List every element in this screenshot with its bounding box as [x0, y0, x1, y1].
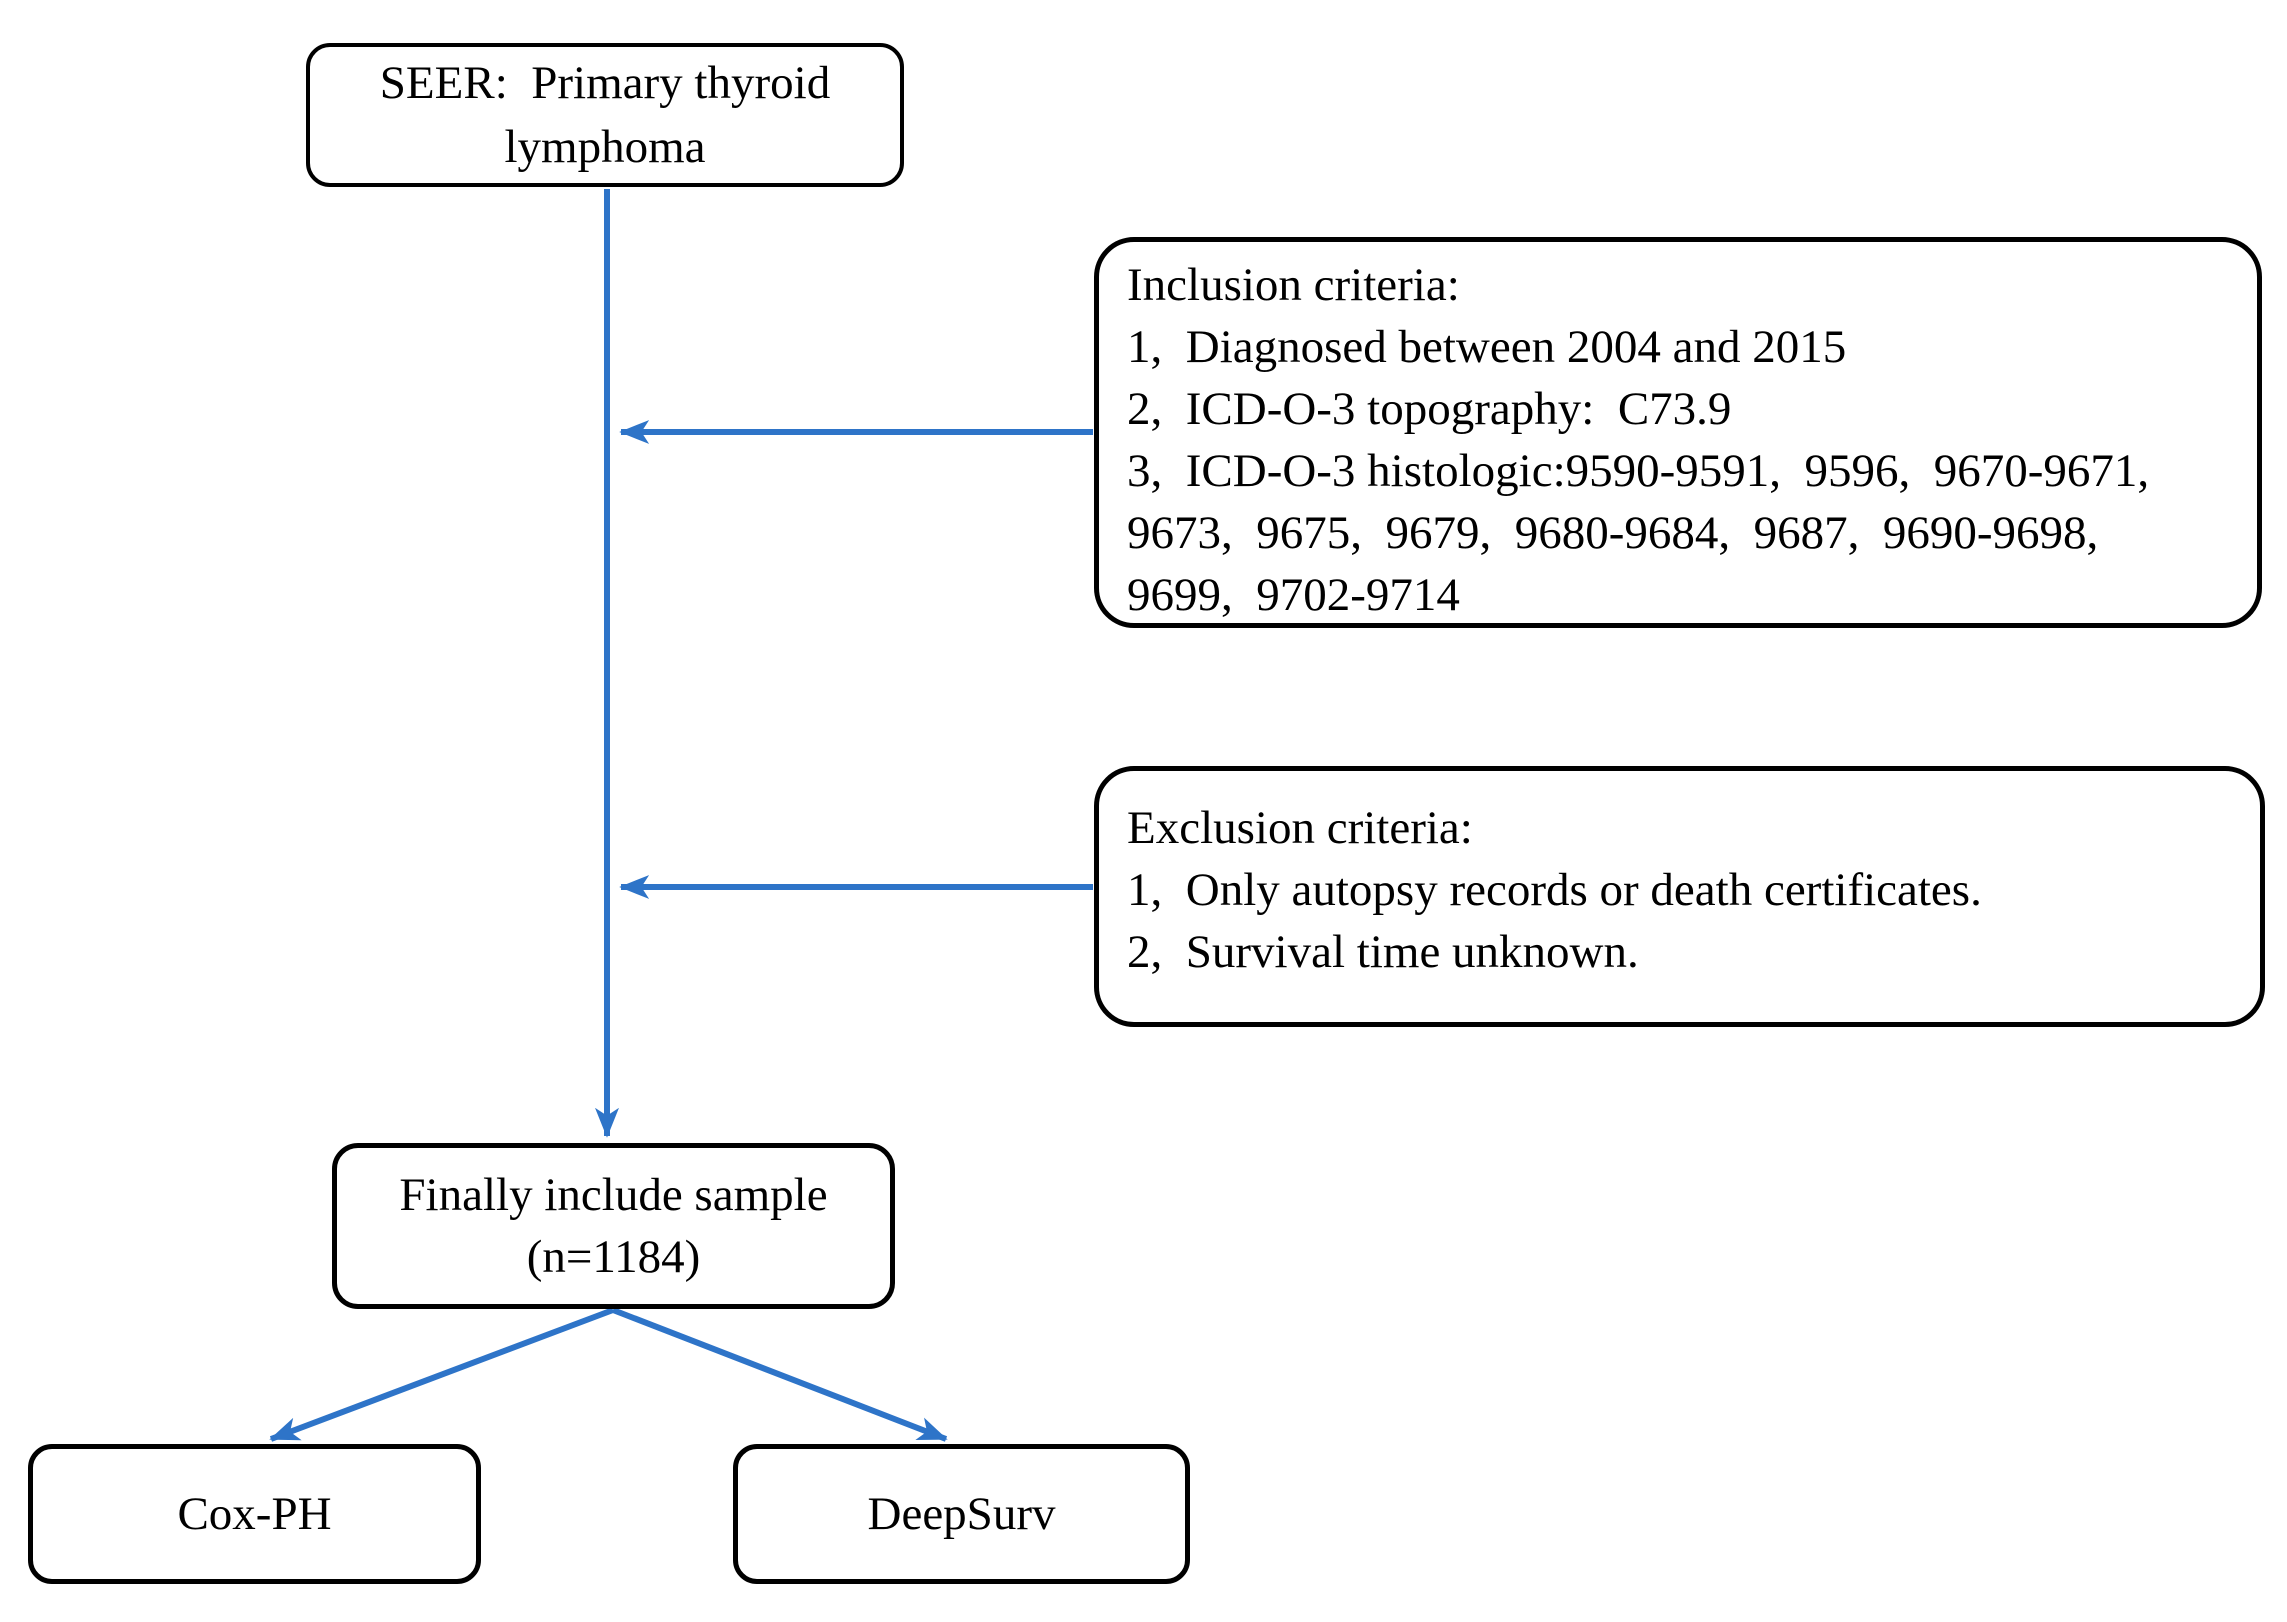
source-box-line1: SEER: Primary thyroid [379, 57, 831, 109]
node-coxph-model: Cox-PH [28, 1444, 481, 1584]
arrow-final-to-deepsurv [611, 1307, 948, 1442]
inclusion-item-3-cont2: 9699, 9702-9714 [1127, 569, 1460, 621]
inclusion-title: Inclusion criteria: [1127, 259, 1460, 311]
inclusion-item-3: 3, ICD-O-3 histologic:9590-9591, 9596, 9… [1127, 445, 2173, 497]
deepsurv-label: DeepSurv [867, 1488, 1056, 1540]
exclusion-item-1: 1, Only autopsy records or death certifi… [1127, 864, 1982, 916]
inclusion-item-3-cont: 9673, 9675, 9679, 9680-9684, 9687, 9690-… [1127, 507, 2122, 559]
exclusion-title: Exclusion criteria: [1127, 802, 1473, 854]
node-final-sample: Finally include sample (n=1184) [332, 1143, 895, 1309]
node-exclusion-criteria: Exclusion criteria: 1, Only autopsy reco… [1094, 766, 2265, 1027]
source-box-line2: lymphoma [504, 121, 706, 173]
arrow-final-to-coxph [269, 1307, 615, 1442]
coxph-label: Cox-PH [177, 1488, 332, 1540]
exclusion-item-2: 2, Survival time unknown. [1127, 926, 1639, 978]
node-seer-source: SEER: Primary thyroid lymphoma [306, 43, 904, 187]
inclusion-item-2: 2, ICD-O-3 topography: C73.9 [1127, 383, 1732, 435]
final-box-line1: Finally include sample [399, 1169, 828, 1221]
node-inclusion-criteria: Inclusion criteria: 1, Diagnosed between… [1094, 237, 2262, 628]
node-deepsurv-model: DeepSurv [733, 1444, 1190, 1584]
final-box-line2: (n=1184) [526, 1231, 701, 1283]
inclusion-item-1: 1, Diagnosed between 2004 and 2015 [1127, 321, 1847, 373]
